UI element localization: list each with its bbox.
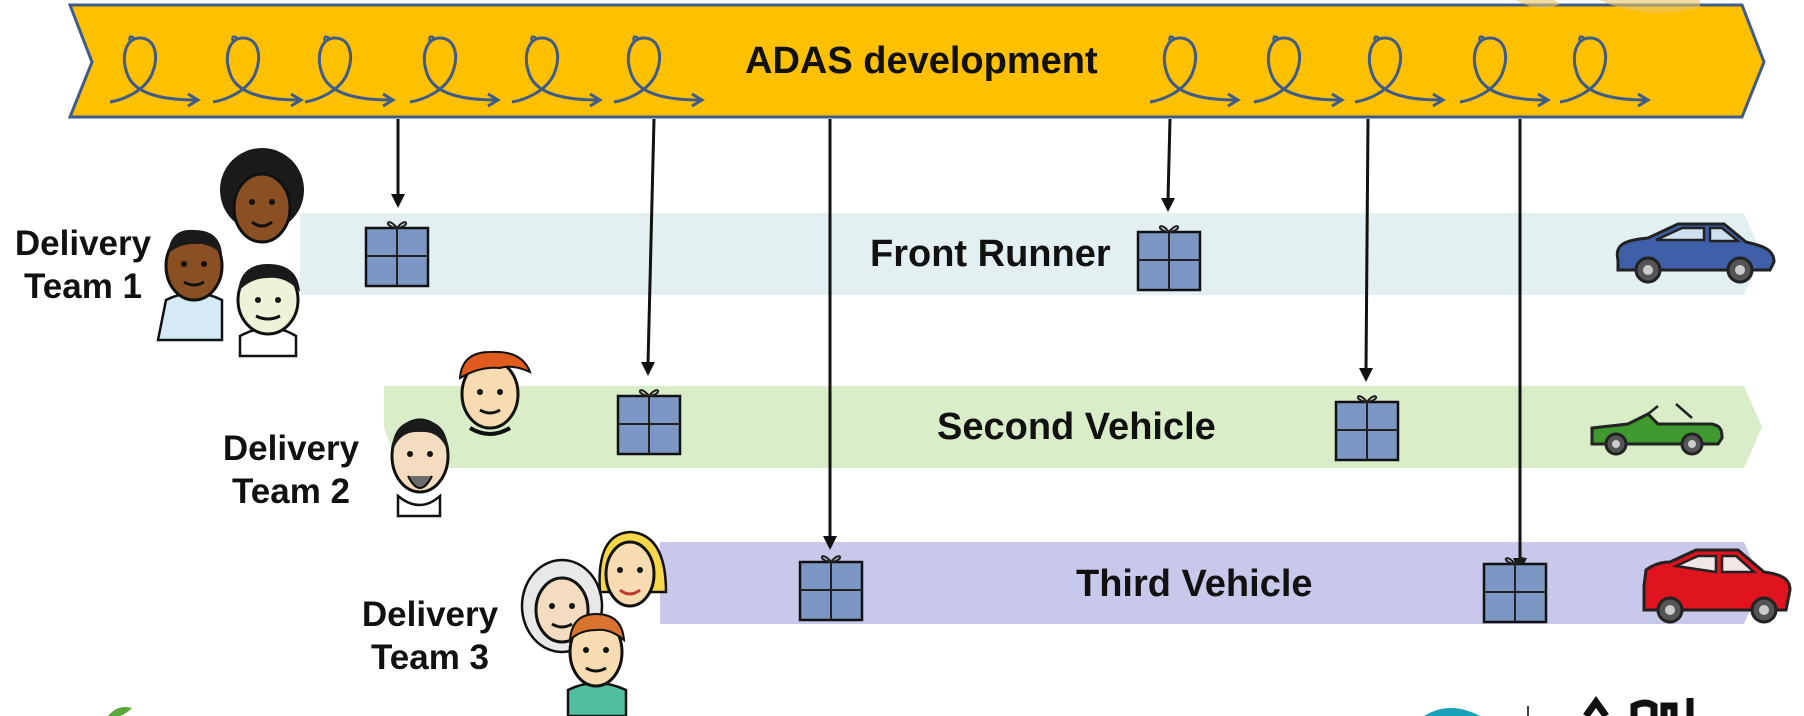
gift-box-icon <box>1482 557 1548 624</box>
delivery-arrows <box>391 118 1527 572</box>
loop-arrow-icon <box>409 35 501 108</box>
loop-arrow-icon <box>1459 35 1551 108</box>
adas-banner <box>67 3 1766 119</box>
loop-arrow-icon <box>304 35 396 108</box>
team-label-line2: Team 3 <box>370 638 490 677</box>
team-label-line1: Delivery <box>14 224 152 263</box>
delivery-arrow <box>1166 118 1172 201</box>
arrowhead-icon <box>641 362 655 376</box>
team-label-line2: Team 2 <box>231 472 351 511</box>
avatar-young-man <box>566 612 628 716</box>
banner-title: ADAS development <box>745 40 1098 82</box>
loop-arrow-icon <box>1559 35 1651 108</box>
delivery-arrow <box>1364 118 1370 371</box>
loop-arrow-icon <box>212 35 304 108</box>
gift-box-icon <box>616 389 682 456</box>
team3-avatars <box>520 530 668 716</box>
lane-title-third-vehicle: Third Vehicle <box>1076 563 1313 605</box>
gift-box-icon <box>1334 395 1400 462</box>
lane-title-front-runner: Front Runner <box>870 233 1111 275</box>
team1-avatars <box>156 148 304 358</box>
logo-circle-icon <box>1424 708 1480 716</box>
team-label-line1: Delivery <box>361 595 499 634</box>
avatar-redhead <box>458 350 532 436</box>
leaf-decoration-icon <box>108 707 132 716</box>
avatar-pale <box>236 264 300 358</box>
team-label-line1: Delivery <box>222 429 360 468</box>
team-label-3: Delivery Team 3 <box>355 593 505 679</box>
logo-wordmark-fragment <box>1583 695 1694 716</box>
loop-arrow-icon <box>511 35 603 108</box>
arrowhead-icon <box>1359 368 1373 382</box>
avatar-dark-short <box>156 229 224 342</box>
lane-title-second-vehicle: Second Vehicle <box>937 406 1216 448</box>
gift-box-icon <box>798 555 864 622</box>
green-convertible-icon <box>1590 403 1724 456</box>
corner-decoration-icon <box>1516 0 1700 13</box>
red-hatchback-icon <box>1642 548 1792 624</box>
release-packages <box>364 221 1548 624</box>
arrowhead-icon <box>1161 198 1175 212</box>
loop-arrow-icon <box>1253 35 1345 108</box>
avatar-blonde <box>598 530 668 608</box>
team-label-2: Delivery Team 2 <box>216 427 366 513</box>
arrowhead-icon <box>391 194 405 208</box>
avatar-afro <box>220 148 304 244</box>
loop-arrow-icon <box>109 35 201 108</box>
gift-box-icon <box>1136 225 1202 292</box>
delivery-arrow <box>646 118 656 365</box>
team-label-line2: Team 1 <box>23 267 143 306</box>
arrowhead-icon <box>823 536 837 550</box>
loop-arrow-icon <box>1149 35 1241 108</box>
team-label-1: Delivery Team 1 <box>8 222 158 308</box>
lane-front-runner <box>300 213 1762 295</box>
iteration-loops <box>109 35 1651 108</box>
loop-arrow-icon <box>613 35 705 108</box>
avatar-bearded <box>390 418 450 518</box>
loop-arrow-icon <box>1354 35 1446 108</box>
team2-avatars <box>390 350 532 518</box>
gift-box-icon <box>364 221 430 288</box>
lane-second-vehicle <box>384 386 1762 468</box>
blue-suv-icon <box>1615 222 1776 284</box>
